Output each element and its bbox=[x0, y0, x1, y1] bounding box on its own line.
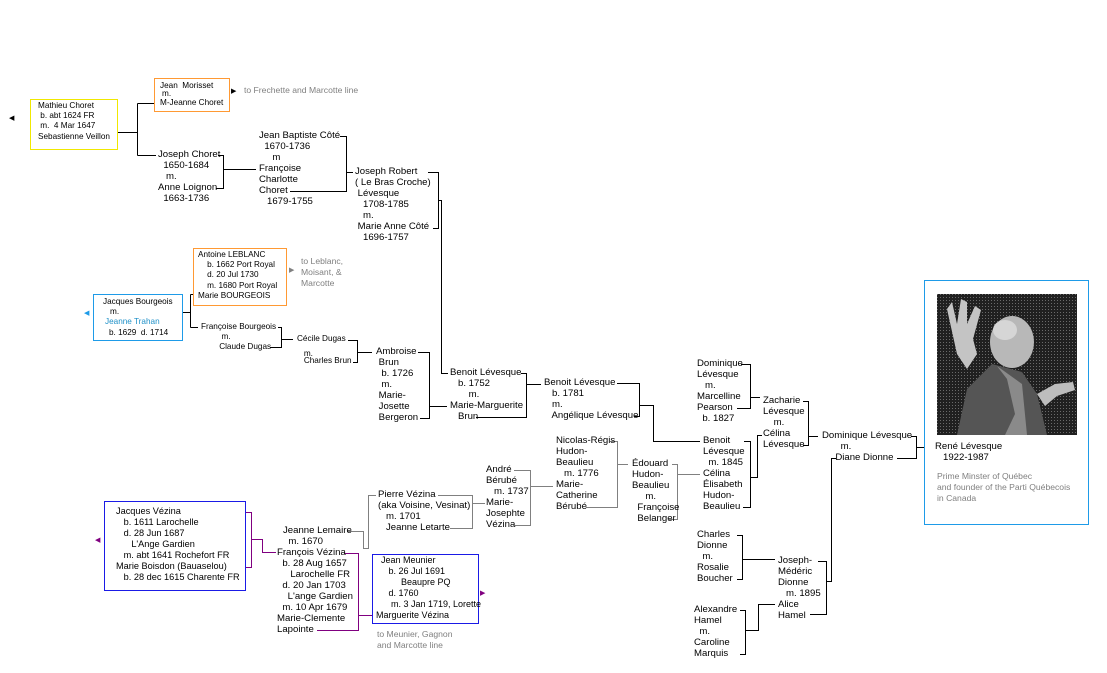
person-m-jeanne-choret[interactable]: M-Jeanne Choret bbox=[160, 98, 224, 107]
note-meunier[interactable]: to Meunier, Gagnon and Marcotte line bbox=[377, 629, 453, 650]
person-francoise-bourgeois[interactable]: Françoise Bourgeois m. Claude Dugas bbox=[201, 322, 277, 352]
leblanc-box bbox=[193, 248, 287, 306]
right-arrow-icon[interactable]: ▶ bbox=[480, 590, 486, 597]
connector-zacharie bbox=[803, 401, 818, 446]
person-andre-berube[interactable]: André Bérubé m. 1737 Marie- Josephte Véz… bbox=[486, 464, 529, 530]
connector-benoit-1845 bbox=[743, 435, 762, 508]
person-jean-morisset[interactable]: Jean Morisset bbox=[160, 81, 214, 90]
connector-cecile bbox=[348, 340, 372, 363]
person-alexandre-hamel[interactable]: Alexandre Hamel m. Caroline Marquis bbox=[694, 604, 738, 659]
person-dates: b. 1629 d. 1714 bbox=[109, 328, 169, 337]
bourgeois-box bbox=[93, 294, 183, 341]
connector-joseph-choret bbox=[216, 155, 256, 189]
person-joseph-robert[interactable]: Joseph Robert ( Le Bras Croche) Lévesque… bbox=[355, 166, 431, 243]
connector-joseph-robert bbox=[428, 172, 448, 374]
person-ambroise-brun[interactable]: Ambroise Brun b. 1726 m. Marie- Josette … bbox=[376, 346, 419, 423]
left-arrow-icon[interactable]: ◀ bbox=[95, 537, 101, 544]
person-zacharie[interactable]: Zacharie Lévesque m. Célina Lévesque bbox=[763, 395, 805, 450]
person-dominique-1827[interactable]: Dominique Lévesque m. Marcelline Pearson… bbox=[697, 358, 743, 424]
connector-benoit-1752 bbox=[476, 373, 541, 418]
person-benoit-1781[interactable]: Benoit Lévesque b. 1781 m. Angélique Lév… bbox=[544, 377, 639, 421]
morisset-box bbox=[154, 78, 230, 112]
person-charles-dionne[interactable]: Charles Dionne m. Rosalie Boucher bbox=[697, 529, 733, 584]
connector-nicolas bbox=[586, 441, 628, 508]
note-rene-caption: Prime Minster of Québec and founder of t… bbox=[937, 471, 1071, 503]
right-arrow-icon[interactable]: ▶ bbox=[289, 267, 295, 274]
marriage-label: m. bbox=[162, 89, 172, 98]
person-jb-cote[interactable]: Jean Baptiste Côté 1670-1736 m Françoise… bbox=[259, 130, 341, 207]
right-arrow-icon[interactable]: ▶ bbox=[231, 88, 237, 95]
person-dominique-levesque[interactable]: Dominique Lévesque m. Diane Dionne bbox=[822, 430, 913, 463]
person-joseph-choret[interactable]: Joseph Choret 1650-1684 m. Anne Loignon … bbox=[158, 149, 221, 204]
person-francois-vezina[interactable]: François Vézina b. 28 Aug 1657 Larochell… bbox=[277, 547, 353, 635]
person-benoit-1845[interactable]: Benoit Lévesque m. 1845 Célina Élisabeth… bbox=[703, 435, 745, 512]
person-jacques-vezina[interactable]: Jacques Vézina b. 1611 Larochelle d. 28 … bbox=[116, 506, 240, 582]
person-edouard[interactable]: Édouard Hudon- Beaulieu m. Françoise Bel… bbox=[632, 458, 680, 524]
connector-alexandre bbox=[740, 604, 775, 655]
person-jean-meunier[interactable]: Jean Meunier b. 26 Jul 1691 Beaupre PQ d… bbox=[376, 555, 482, 620]
left-arrow-icon[interactable]: ◀ bbox=[84, 310, 90, 317]
note-frechette[interactable]: to Frechette and Marcotte line bbox=[244, 85, 359, 95]
person-antoine-leblanc[interactable]: Antoine LEBLANC b. 1662 Port Royal d. 20… bbox=[198, 250, 278, 300]
connector-dominique bbox=[810, 436, 933, 615]
left-arrow-icon[interactable]: ◀ bbox=[9, 115, 15, 122]
person-cecile-dugas[interactable]: Cécile Dugas m. Charles Brun bbox=[297, 334, 352, 366]
connector-andre bbox=[514, 470, 553, 526]
connector-jb-cote bbox=[290, 136, 353, 192]
vezina-box bbox=[104, 501, 246, 591]
person-jeanne-lemaire[interactable]: Jeanne Lemaire m. 1670 bbox=[283, 525, 352, 547]
note-leblanc[interactable]: to Leblanc, Moisant, & Marcotte bbox=[301, 256, 344, 288]
person-joseph-mederic[interactable]: Joseph- Médéric Dionne m. 1895 Alice Ham… bbox=[778, 555, 821, 621]
person-mathieu-choret[interactable]: Mathieu Choret b. abt 1624 FR m. 4 Mar 1… bbox=[38, 101, 110, 141]
connector-dominique-1827 bbox=[737, 364, 760, 409]
person-jeanne-trahan[interactable]: Jeanne Trahan bbox=[105, 317, 160, 326]
person-pierre-vezina[interactable]: Pierre Vézina (aka Voisine, Vesinat) m. … bbox=[378, 489, 471, 533]
person-benoit-1752[interactable]: Benoit Lévesque b. 1752 m. Marie-Marguer… bbox=[450, 367, 524, 422]
person-rene-levesque[interactable]: René Lévesque 1922-1987 bbox=[935, 441, 1003, 463]
connector-edouard bbox=[669, 464, 700, 520]
person-jacques-bourgeois[interactable]: Jacques Bourgeois bbox=[103, 297, 173, 306]
rene-levesque-photo bbox=[937, 294, 1077, 435]
mathieu-choret-box bbox=[30, 99, 118, 150]
person-nicolas-regis[interactable]: Nicolas-Régis Hudon- Beaulieu m. 1776 Ma… bbox=[556, 435, 616, 512]
connector-francoise bbox=[270, 327, 293, 348]
connector-pierre bbox=[438, 495, 485, 529]
connector-charles bbox=[737, 535, 775, 580]
meunier-box bbox=[372, 554, 479, 624]
connector-benoit-1781 bbox=[617, 383, 700, 442]
connector-jeanne-lemaire bbox=[347, 495, 376, 549]
connector-ambroise bbox=[418, 352, 447, 419]
marriage-label: m. bbox=[110, 307, 120, 316]
